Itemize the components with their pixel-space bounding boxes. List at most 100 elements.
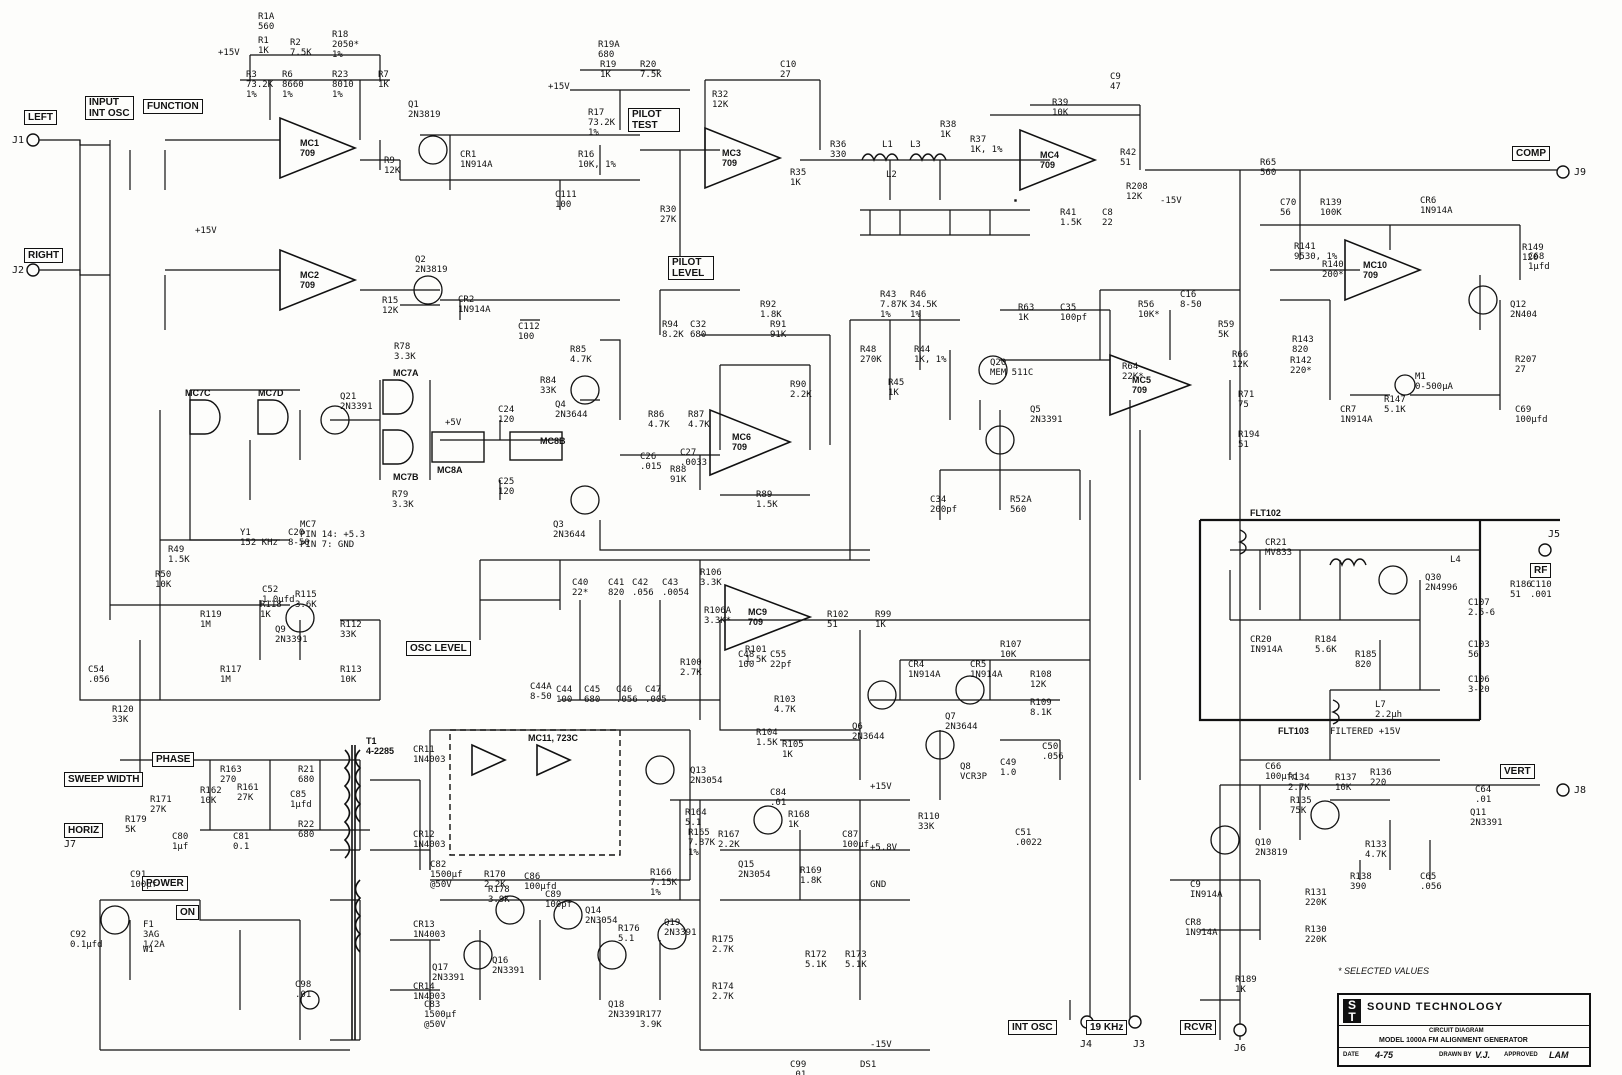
- component-label: R167 2.2K: [718, 830, 740, 850]
- component-label: Q15 2N3054: [738, 860, 771, 880]
- component-label: C64 .01: [1475, 785, 1492, 805]
- component-label: R179 5K: [125, 815, 147, 835]
- jack-j1: J1: [12, 135, 25, 146]
- component-label: L4: [1450, 555, 1461, 565]
- power-on-label: ON: [176, 905, 199, 920]
- component-label: R36 330: [830, 140, 847, 160]
- component-label: C50 .056: [1042, 742, 1064, 762]
- component-label: C46 .056: [616, 685, 638, 705]
- int-osc-label: INT OSC: [89, 108, 130, 119]
- doc-title: CIRCUIT DIAGRAM: [1429, 1028, 1484, 1034]
- rail-gnd: GND: [870, 880, 887, 890]
- component-label: R18 2050* 1%: [332, 30, 360, 60]
- jack-j4: J4: [1080, 1039, 1093, 1050]
- phase-label: PHASE: [152, 752, 195, 767]
- jack-j8: J8: [1574, 785, 1587, 796]
- component-label: R16 10K, 1%: [578, 150, 616, 170]
- power-label: POWER: [142, 876, 188, 891]
- component-label: Q10 2N3819: [1255, 838, 1288, 858]
- component-label: R41 1.5K: [1060, 208, 1082, 228]
- date-value: 4-75: [1375, 1050, 1394, 1060]
- component-label: R164 5.1: [685, 808, 707, 828]
- component-label: R30 27K: [660, 205, 677, 225]
- component-label: R39 10K: [1052, 98, 1069, 118]
- filter-flt102: FLT102: [1250, 508, 1281, 518]
- pilot-level-label: PILOT LEVEL: [668, 256, 714, 280]
- component-label: C112 100: [518, 322, 540, 342]
- component-label: R102 51: [827, 610, 849, 630]
- component-label: R15 12K: [382, 296, 399, 316]
- rcvr-output-label: RCVR: [1180, 1020, 1217, 1035]
- component-label: R136 220: [1370, 768, 1392, 788]
- component-label: R173 5.1K: [845, 950, 867, 970]
- component-label: R147 5.1K: [1384, 395, 1406, 415]
- component-label: R208 12K: [1126, 182, 1148, 202]
- component-label: R7 1K: [378, 70, 389, 90]
- component-label: R169 1.8K: [800, 866, 822, 886]
- component-label: C44 100: [556, 685, 573, 705]
- component-label: Q19 2N3391: [664, 918, 697, 938]
- component-label: C70 56: [1280, 198, 1297, 218]
- component-label: R103 4.7K: [774, 695, 796, 715]
- component-label: R48 270K: [860, 345, 882, 365]
- component-label: R170 2.2K: [484, 870, 506, 890]
- drawn-value: V.J.: [1475, 1050, 1491, 1060]
- component-label: R174 2.7K: [712, 982, 734, 1002]
- drawn-label: DRAWN BY: [1439, 1052, 1472, 1058]
- jack-j5: J5: [1548, 529, 1561, 540]
- component-label: C40 22*: [572, 578, 589, 598]
- jack-j7: J7: [64, 839, 77, 850]
- component-label: Q13 2N3054: [690, 766, 723, 786]
- component-label: C45 680: [584, 685, 601, 705]
- component-label: Q8 VCR3P: [960, 762, 988, 782]
- component-label: R65 560: [1260, 158, 1277, 178]
- component-label: C34 200pf: [930, 495, 958, 515]
- component-label: R104 1.5K: [756, 728, 778, 748]
- component-label: CR12 1N4003: [413, 830, 446, 850]
- component-label: R178 3.9K: [488, 885, 510, 905]
- component-label: R143 820: [1292, 335, 1314, 355]
- pilot-test-label: PILOT TEST: [628, 108, 680, 132]
- component-label: R163 270: [220, 765, 242, 785]
- component-label: C89 100pf: [545, 890, 573, 910]
- ic-mc9: MC9 709: [748, 607, 768, 627]
- component-label: R118 1K: [260, 600, 282, 620]
- component-label: M1 0-500μA: [1415, 372, 1453, 392]
- component-label: Q2 2N3819: [415, 255, 448, 275]
- component-label: Q18 2N3391: [608, 1000, 641, 1020]
- component-label: R105 1K: [782, 740, 804, 760]
- component-label: R189 1K: [1235, 975, 1257, 995]
- ic-mc6: MC6 709: [732, 432, 752, 452]
- component-label: R92 1.8K: [760, 300, 782, 320]
- component-label: R1 1K: [258, 36, 269, 56]
- component-label: R171 27K: [150, 795, 172, 815]
- component-label: C103 56: [1468, 640, 1490, 660]
- component-label: W1: [143, 945, 154, 955]
- component-label: R112 33K: [340, 620, 362, 640]
- 19khz-output-label: 19 KHz: [1086, 1020, 1128, 1035]
- component-label: Q20 MEM 511C: [990, 358, 1034, 378]
- component-label: R130 220K: [1305, 925, 1327, 945]
- rail-plus58: +5.8V: [870, 843, 898, 853]
- component-label: R87 4.7K: [688, 410, 710, 430]
- component-label: C27 .0033: [680, 448, 708, 468]
- component-label: C35 100pf: [1060, 303, 1088, 323]
- component-label: C107 2.5-6: [1468, 598, 1496, 618]
- rail-plus15-b: +15V: [195, 226, 217, 236]
- ic-mc10: MC10 709: [1363, 260, 1388, 280]
- ic-mc7c: MC7C: [185, 388, 211, 398]
- component-label: R59 5K: [1218, 320, 1235, 340]
- component-label: R22 680: [298, 820, 315, 840]
- component-label: R176 5.1: [618, 924, 640, 944]
- osc-level-label: OSC LEVEL: [406, 641, 471, 656]
- component-label: C98 .01: [295, 980, 312, 1000]
- component-label: R194 51: [1238, 430, 1260, 450]
- ic-mc7b: MC7B: [393, 472, 419, 482]
- component-label: R120 33K: [112, 705, 134, 725]
- component-label: CR8 1N914A: [1185, 918, 1218, 938]
- component-label: R42 51: [1120, 148, 1137, 168]
- component-label: R141 9530, 1%: [1294, 242, 1338, 262]
- component-label: C82 1500μf @50V: [430, 860, 463, 890]
- company-name: SOUND TECHNOLOGY: [1367, 1001, 1504, 1013]
